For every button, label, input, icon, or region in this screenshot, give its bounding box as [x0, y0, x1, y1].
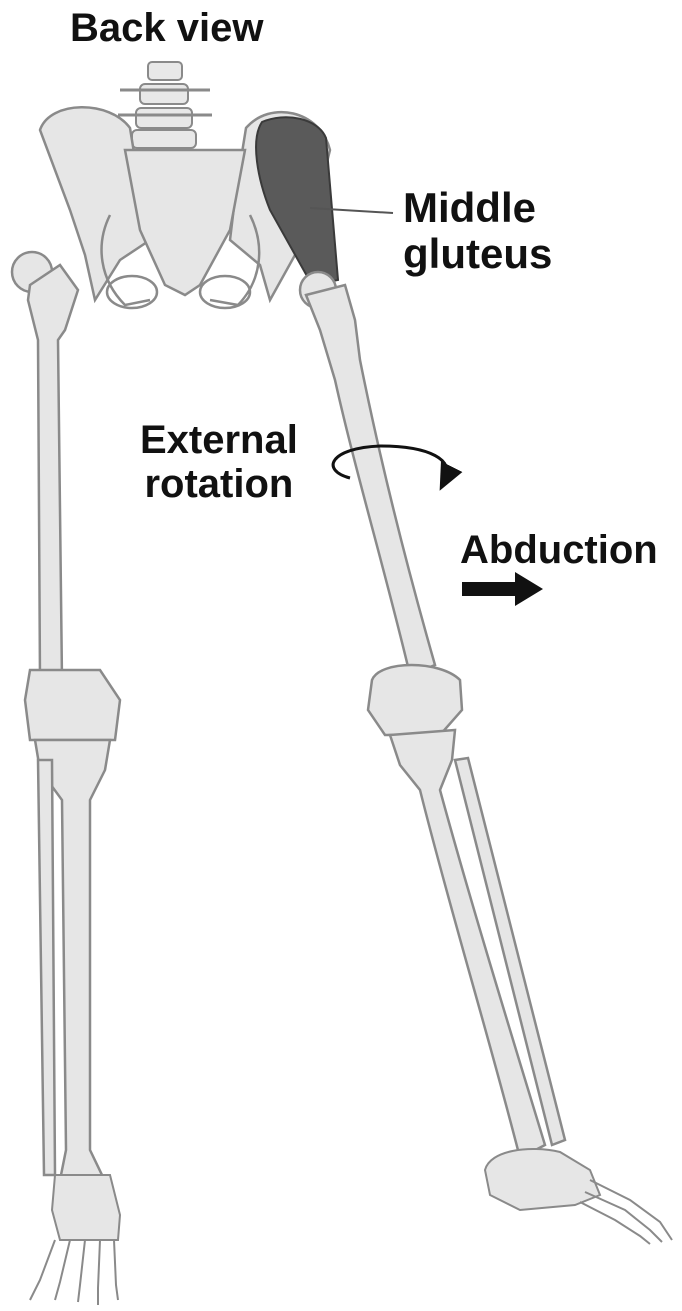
right-femur [300, 272, 462, 735]
diagram-title: Back view [70, 6, 263, 50]
rotation-label-line1: External [140, 418, 298, 462]
external-rotation-label: External rotation [140, 418, 298, 506]
external-rotation-arrow [333, 446, 447, 480]
rotation-label-line2: rotation [140, 462, 298, 506]
muscle-label-line1: Middle [403, 185, 552, 231]
right-foot [485, 1149, 672, 1244]
left-foot [30, 1175, 120, 1305]
left-femur [12, 252, 120, 740]
muscle-label-line2: gluteus [403, 231, 552, 277]
abduction-arrow [462, 572, 543, 606]
right-lower-leg [390, 730, 565, 1158]
left-lower-leg [35, 740, 110, 1180]
middle-gluteus-label: Middle gluteus [403, 185, 552, 277]
abduction-label: Abduction [460, 528, 658, 572]
